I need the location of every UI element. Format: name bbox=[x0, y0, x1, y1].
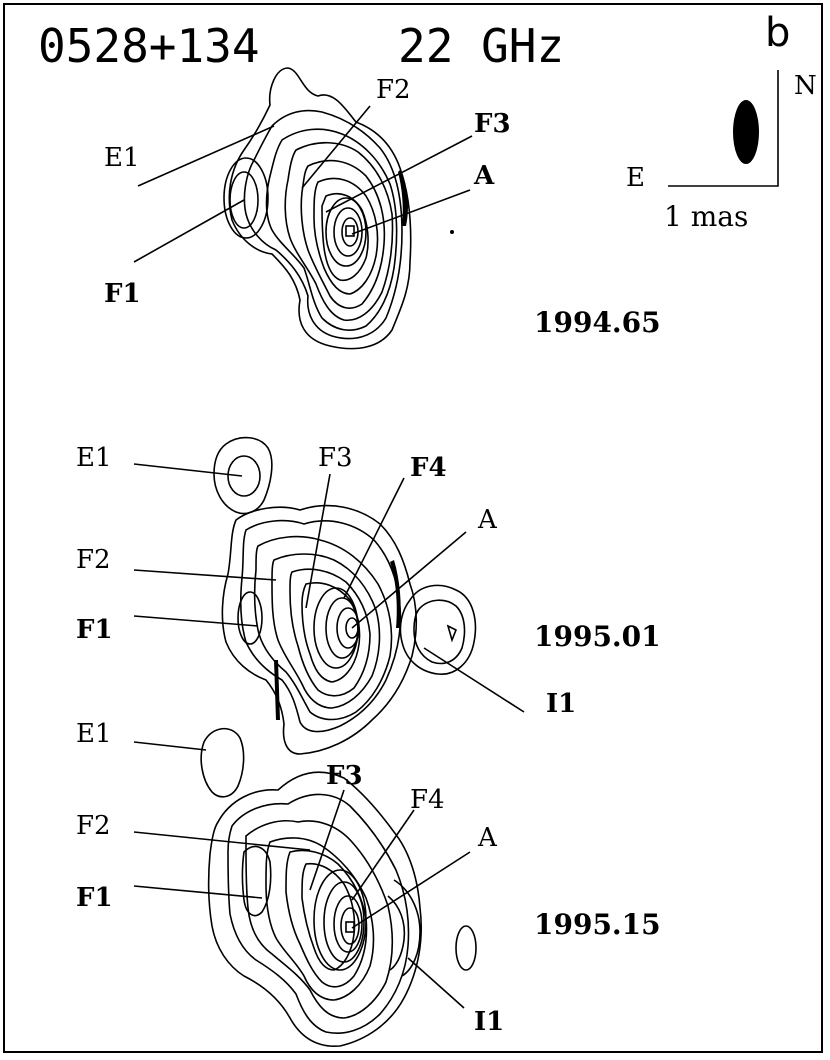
component-label: F1 bbox=[104, 279, 141, 309]
leader-line bbox=[133, 569, 277, 581]
component-label: F2 bbox=[76, 811, 111, 841]
contour-map-1995-15 bbox=[200, 727, 477, 1047]
contour-map-1994-65 bbox=[223, 67, 454, 350]
component-label: F1 bbox=[76, 615, 113, 645]
compass-north-label: N bbox=[794, 71, 817, 101]
leader-line bbox=[351, 531, 467, 629]
leader-line bbox=[305, 473, 331, 609]
epoch-label: 1994.65 bbox=[534, 306, 661, 339]
leader-line bbox=[301, 105, 371, 189]
component-label: F2 bbox=[376, 75, 411, 105]
leader-line bbox=[343, 477, 405, 599]
labels-1994-65: E1 F2 F3 A F1 1994.65 bbox=[104, 75, 661, 339]
leader-line bbox=[407, 957, 465, 1009]
epoch-label: 1995.15 bbox=[534, 908, 661, 941]
e1-blob bbox=[200, 727, 245, 798]
compass-east-label: E bbox=[626, 163, 645, 193]
leader-line bbox=[133, 463, 243, 477]
leader-line bbox=[351, 809, 415, 901]
component-label: F4 bbox=[410, 785, 445, 815]
source-title: 0528+134 bbox=[38, 19, 260, 73]
leader-line bbox=[137, 125, 275, 187]
leader-line bbox=[423, 647, 525, 713]
leader-line bbox=[133, 831, 311, 851]
panel-letter: b bbox=[765, 10, 790, 56]
component-label: A bbox=[477, 823, 498, 853]
component-label: F2 bbox=[76, 545, 111, 575]
leader-line bbox=[133, 615, 259, 627]
labels-1995-15: E1 F3 F4 F2 A F1 I1 1995.15 bbox=[76, 719, 661, 1037]
scale-bar-label: 1 mas bbox=[664, 200, 748, 233]
component-label: E1 bbox=[76, 443, 112, 473]
component-label: I1 bbox=[546, 689, 576, 719]
beam-ellipse bbox=[733, 100, 759, 164]
compass-axes bbox=[668, 70, 779, 187]
component-label: E1 bbox=[76, 719, 112, 749]
figure-frame bbox=[3, 3, 823, 1053]
leader-line bbox=[351, 851, 471, 929]
frequency-title: 22 GHz bbox=[398, 19, 564, 73]
leader-line bbox=[351, 189, 471, 235]
leader-line bbox=[133, 885, 263, 899]
i1-east-blob bbox=[455, 925, 477, 971]
component-label: A bbox=[473, 161, 495, 191]
component-label: E1 bbox=[104, 143, 140, 173]
component-label: F3 bbox=[474, 109, 511, 139]
epoch-label: 1995.01 bbox=[534, 620, 661, 653]
component-label: F3 bbox=[326, 761, 363, 791]
labels-1995-01: E1 F3 F4 A F2 F1 I1 1995.01 bbox=[76, 443, 661, 719]
leader-line bbox=[133, 741, 207, 751]
component-label: A bbox=[477, 505, 498, 535]
component-label: I1 bbox=[474, 1007, 504, 1037]
compass: N E 1 mas bbox=[626, 70, 817, 233]
component-label: F1 bbox=[76, 883, 113, 913]
leader-line bbox=[133, 199, 245, 263]
leader-line bbox=[309, 789, 345, 891]
component-label: F4 bbox=[410, 453, 447, 483]
component-label: F3 bbox=[318, 443, 353, 473]
leader-line bbox=[325, 135, 473, 213]
